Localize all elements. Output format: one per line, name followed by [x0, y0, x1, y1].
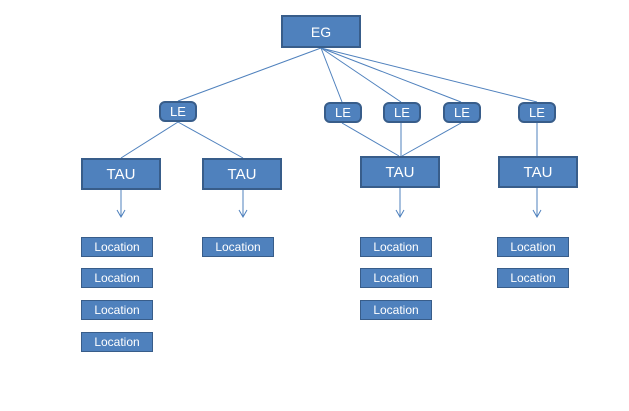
- le-node-4: LE: [443, 102, 481, 123]
- location-node-3: Location: [81, 300, 153, 320]
- location-node-10: Location: [497, 268, 569, 288]
- le-node-2: LE: [324, 102, 362, 123]
- location-node-7: Location: [360, 268, 432, 288]
- edge-eg-le1: [177, 47, 322, 102]
- le-node-1: LE: [159, 101, 197, 122]
- edge-le2-tau3: [341, 122, 400, 157]
- location-node-1: Location: [81, 237, 153, 257]
- edge-eg-le3: [320, 47, 402, 103]
- eg-node: EG: [281, 15, 361, 48]
- arrow-tau1-locations: [116, 190, 126, 219]
- edge-le4-tau3: [401, 122, 462, 157]
- edge-eg-le5: [320, 47, 538, 103]
- location-node-5: Location: [202, 237, 274, 257]
- tau-node-1: TAU: [81, 158, 161, 190]
- arrow-tau3-locations: [395, 188, 405, 219]
- le-node-5: LE: [518, 102, 556, 123]
- arrow-tau2-locations: [238, 190, 248, 219]
- tau-node-3: TAU: [360, 156, 440, 188]
- location-node-6: Location: [360, 237, 432, 257]
- location-node-4: Location: [81, 332, 153, 352]
- tau-node-4: TAU: [498, 156, 578, 188]
- location-node-2: Location: [81, 268, 153, 288]
- le-node-3: LE: [383, 102, 421, 123]
- edge-eg-le2: [320, 47, 343, 103]
- tau-node-2: TAU: [202, 158, 282, 190]
- location-node-9: Location: [497, 237, 569, 257]
- edge-eg-le4: [320, 47, 462, 103]
- location-node-8: Location: [360, 300, 432, 320]
- edge-le1-tau1: [120, 121, 179, 159]
- arrow-tau4-locations: [532, 188, 542, 219]
- edge-le1-tau2: [177, 121, 244, 159]
